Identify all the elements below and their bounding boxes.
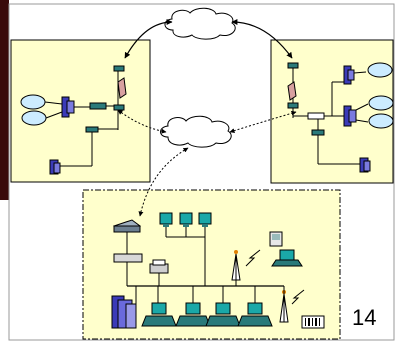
- router-icon: [89, 102, 107, 110]
- slide-frame: [8, 3, 395, 341]
- hub-icon: [113, 253, 143, 263]
- hub-icon: [307, 112, 325, 120]
- router-icon: [287, 62, 299, 69]
- server-icon: [343, 65, 355, 85]
- server-icon: [359, 157, 371, 173]
- antenna-tower-icon: [279, 290, 289, 323]
- printer-icon: [149, 259, 169, 274]
- firewall-icon: [117, 77, 127, 99]
- server-icon: [111, 295, 137, 329]
- user-ellipse-icon: [368, 95, 394, 111]
- laptop-icon: [271, 249, 303, 267]
- antenna-tower-icon: [231, 250, 241, 281]
- user-ellipse-icon: [367, 62, 393, 78]
- router-icon: [113, 104, 125, 111]
- page-number: 14: [352, 305, 377, 330]
- workstation-icon: [141, 302, 177, 327]
- user-ellipse-icon: [21, 110, 47, 126]
- user-ellipse-icon: [368, 113, 394, 129]
- router-icon: [85, 126, 99, 133]
- barcode-device-icon: [301, 315, 325, 329]
- monitor-icon: [179, 212, 193, 227]
- dotted-link-arrow: [117, 109, 167, 134]
- left-edge-strip: [0, 0, 9, 200]
- lightning-icon: [245, 249, 261, 267]
- firewall-icon: [287, 81, 297, 101]
- router-icon: [113, 65, 125, 72]
- right-network: [287, 62, 394, 173]
- router-icon: [287, 102, 299, 109]
- cloud-icon: [160, 115, 232, 148]
- router-icon: [311, 129, 325, 136]
- monitor-icon: [159, 212, 173, 227]
- cloud-icon: [164, 7, 236, 40]
- dotted-link-arrow: [138, 147, 189, 217]
- monitor-icon: [198, 212, 212, 227]
- server-icon: [49, 159, 61, 175]
- user-ellipse-icon: [20, 94, 46, 110]
- left-network: [20, 65, 127, 175]
- wan-link-arrow: [231, 19, 293, 59]
- wan-link-arrow: [124, 19, 173, 59]
- lightning-icon: [291, 289, 305, 305]
- pda-icon: [269, 231, 283, 247]
- server-icon: [343, 105, 357, 127]
- campus-network: [111, 212, 325, 329]
